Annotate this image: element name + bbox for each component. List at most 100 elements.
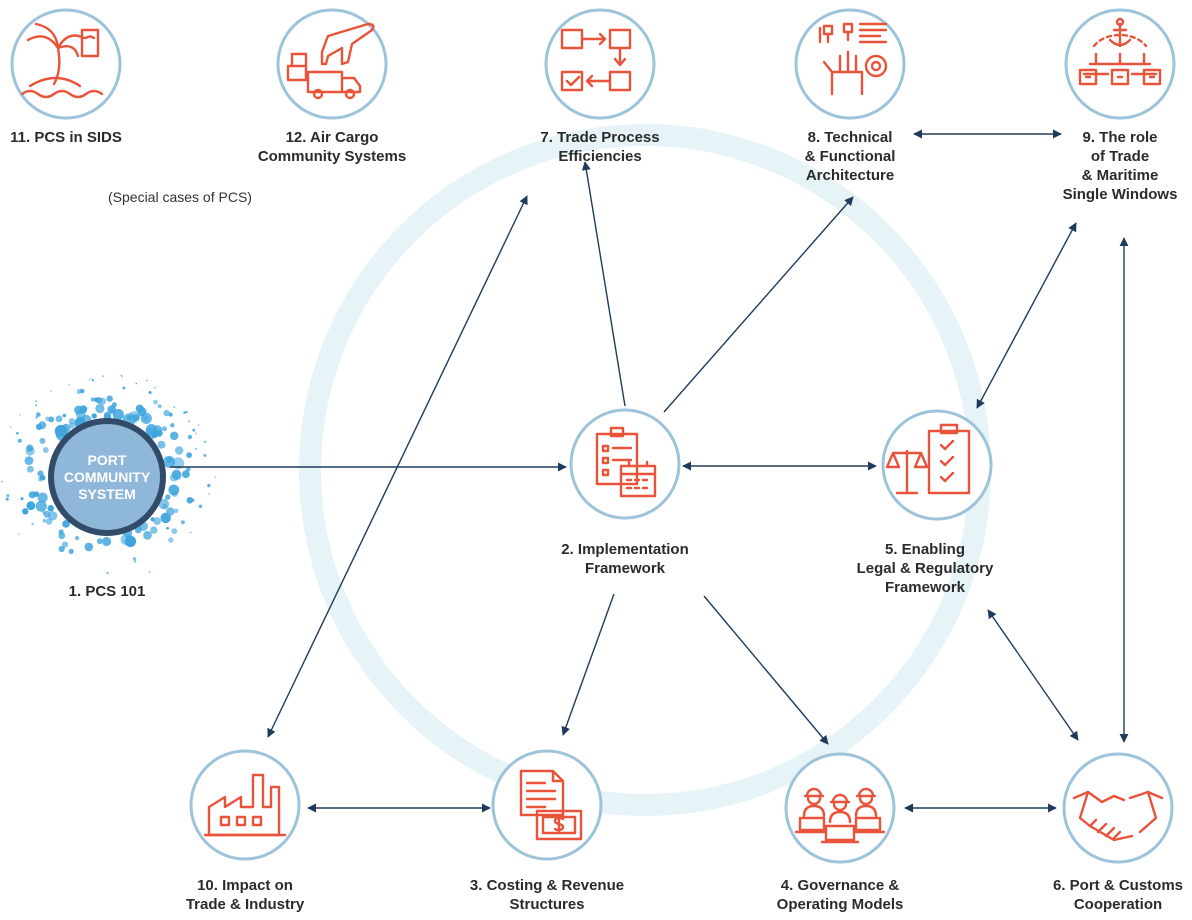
pcs-dot [185,411,188,413]
pcs-dot [188,420,191,423]
pcs-dot [92,379,94,382]
module-label-impact: 10. Impact on Trade & Industry [185,877,305,913]
pcs-dot [122,386,126,390]
pcs-dot [166,526,170,530]
pcs-dot [163,409,170,417]
module-label-gov: 4. Governance & Operating Models [776,877,904,913]
pcs-dot [45,416,51,422]
pcs-dot [35,416,38,419]
pcs-dot [95,403,105,414]
connection-arrows [170,129,1129,813]
pcs-dot [95,397,103,404]
pcs-dot [135,404,144,413]
pcs-dot [146,379,148,382]
pcs-dot [26,465,34,473]
pcs-dot [79,388,85,394]
node-circle-gov [784,752,896,864]
pcs-dot [153,399,158,405]
pcs-dot [148,571,151,573]
pcs-dot [91,413,97,419]
node-circle-trade [544,8,656,120]
pcs-dot [183,411,186,414]
pcs-dot [162,503,168,509]
pcs-dot [90,397,95,402]
pcs-dot [143,530,152,540]
arrow-legal-customs [987,609,1079,741]
scales-checklist-icon [885,423,971,495]
process-flow-icon [560,28,632,92]
pcs-dot [172,457,185,470]
pcs-dot [112,409,124,421]
pcs-dot [42,447,49,453]
pcs-dot [9,426,12,428]
pcs-dot [35,400,37,403]
pcs-dot [76,409,86,420]
pcs-dot [50,390,53,392]
island-palm-icon [20,22,104,99]
pcs-dot [171,528,178,535]
pcs-dot [166,456,173,463]
arrow-sw-legal [976,222,1077,409]
pcs-dot [22,508,29,515]
module-label-pcs101: 1. PCS 101 [68,583,146,600]
pcs-dot [76,390,81,395]
pcs-dot [197,424,200,426]
pcs-dot [61,541,69,548]
pcs-dot [103,411,112,420]
pcs-dot [36,412,41,417]
pcs-dot [1,480,4,483]
pcs-dot [47,505,54,512]
arrow-trade-impact [267,195,528,738]
clipboard-calendar-icon [595,426,657,498]
pcs-dot [47,511,58,521]
pcs-dot [153,517,162,525]
pcs-dot [62,413,67,418]
module-label-sids: 11. PCS in SIDS [10,129,122,146]
pcs-dot [6,494,10,498]
factory-icon [203,773,287,837]
pcs-dot [207,493,210,495]
pcs-dot [55,415,63,423]
pcs-dot [58,529,64,535]
pcs-dot [35,423,43,430]
node-circle-costing [491,749,603,861]
pcs-dot [145,424,158,436]
pcs-dot [161,426,167,432]
special-cases-note: (Special cases of PCS) [108,189,252,205]
pcs-dot [107,405,116,414]
pcs-dot [37,492,48,503]
pcs-dot [186,466,191,472]
pcs-dot [20,497,24,501]
pcs-dot [102,536,112,547]
module-label-impl: 2. Implementation Framework [561,541,689,577]
arrow-impl-tech [663,196,854,413]
pcs-dot [106,395,113,402]
pcs-dot [214,476,217,478]
module-label-tech: 8. Technical & Functional Architecture [804,129,896,184]
pcs-dot [34,404,38,407]
module-label-customs: 6. Port & Customs Cooperation [1052,877,1184,913]
workers-laptops-icon [794,787,886,844]
pcs-dot [88,379,91,381]
pcs-dot [42,510,46,514]
handshake-icon [1072,790,1164,842]
pcs-dot [16,432,19,435]
pcs-dot [180,520,185,525]
pcs-dot [17,438,22,443]
pcs-dot [39,437,46,444]
pcs-dot [37,476,43,482]
pcs-dot [19,414,21,416]
pcs-dot [170,423,175,428]
node-circle-impact [189,749,301,861]
pcs-dot [31,522,34,525]
node-circle-tech [794,8,906,120]
pcs-dot [84,542,94,552]
pcs-dot [106,571,109,575]
pcs-dot [96,538,103,545]
pcs-dot [154,386,156,389]
arrow-impl-gov [703,595,829,745]
pcs-dot [24,456,34,465]
pcs-dot [207,483,211,488]
pcs-dot [90,378,93,380]
